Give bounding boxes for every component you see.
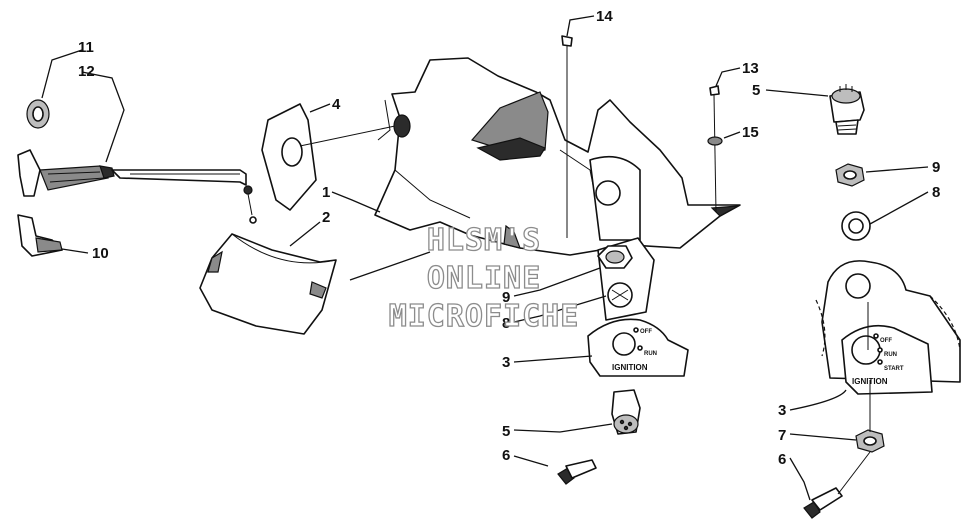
- callout-7: 7: [778, 427, 786, 444]
- callout-5-right: 5: [752, 82, 760, 99]
- plate-left-run-text: RUN: [644, 351, 657, 357]
- callout-15: 15: [742, 124, 759, 141]
- callout-5-left: 5: [502, 423, 510, 440]
- callout-6-right: 6: [778, 451, 786, 468]
- callout-8-right: 8: [932, 184, 940, 201]
- plate-right-off-text: OFF: [880, 338, 892, 344]
- plate-right-start-text: START: [884, 366, 904, 372]
- callout-11: 11: [78, 39, 94, 56]
- callout-9-right: 9: [932, 159, 940, 176]
- part-14-screw: [561, 35, 573, 238]
- callout-8-left: 8: [502, 315, 510, 332]
- callout-1: 1: [322, 184, 330, 201]
- callout-4: 4: [332, 96, 341, 113]
- callout-6-left: 6: [502, 447, 510, 464]
- callout-10: 10: [92, 245, 109, 262]
- part-1-console-housing: [374, 57, 741, 256]
- leader-lines: [41, 15, 929, 501]
- part-10-knob: [17, 214, 63, 257]
- left-switch-stack: OFF RUN IGNITION: [557, 237, 689, 485]
- callout-2: 2: [322, 209, 330, 226]
- part-2-lower-cover: [199, 233, 337, 335]
- watermark: HLSM'S ONLINE MICROFICHE: [388, 222, 580, 334]
- watermark-line-2: ONLINE: [427, 261, 541, 296]
- part-13-15-screw-washer: [707, 85, 723, 213]
- watermark-line-1: HLSM'S: [427, 223, 541, 258]
- plate-right-run-text: RUN: [884, 352, 897, 358]
- callout-3-left: 3: [502, 354, 510, 371]
- callout-9-left: 9: [502, 289, 510, 306]
- callout-12: 12: [78, 63, 95, 80]
- plate-left-ignition-text: IGNITION: [612, 363, 648, 372]
- part-4-plate: [261, 103, 317, 211]
- watermark-line-3: MICROFICHE: [389, 299, 580, 334]
- callout-3-right: 3: [778, 402, 786, 419]
- choke-knob-assembly: [17, 99, 257, 224]
- callout-numbers: 11 12 10 4 1 2 14 13 15 9 8 3 5 6 5 9 8 …: [78, 8, 940, 468]
- callout-14: 14: [596, 8, 613, 25]
- plate-left-off-text: OFF: [640, 329, 652, 335]
- right-switch-stack: OFF RUN START IGNITION: [803, 84, 961, 519]
- callout-13: 13: [742, 60, 759, 77]
